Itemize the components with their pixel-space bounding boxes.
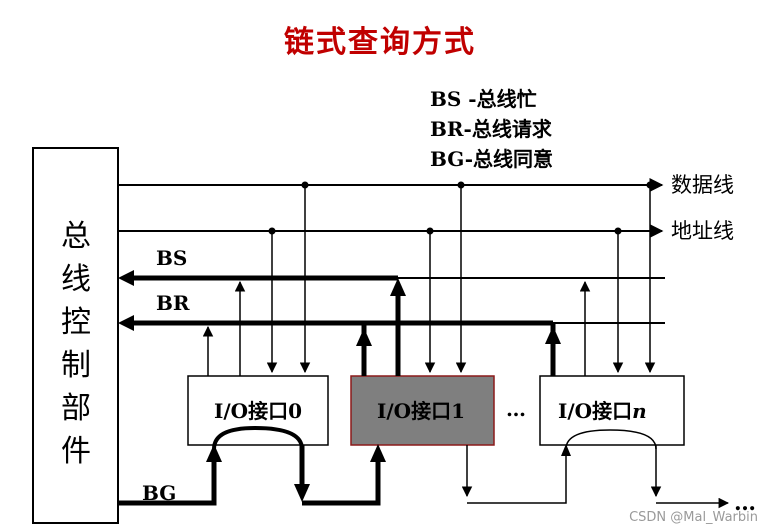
bg-chain-ellipsis: …: [734, 490, 756, 516]
io1-br-arrowhead: [356, 328, 372, 346]
bg-ion-internal-arc: [565, 429, 657, 450]
bg-io0-in-arrowhead: [206, 444, 222, 462]
bg-io0-out-arrowhead: [294, 484, 310, 502]
svg-text:件: 件: [61, 434, 91, 469]
io-interface-n: [539, 375, 685, 446]
bg-io1-out: [461, 445, 567, 504]
interfaces-ellipsis: …: [506, 397, 526, 421]
io-interface-0: [187, 375, 329, 446]
bs-arrowhead: [118, 270, 134, 286]
bg-ion-out: [650, 445, 730, 509]
junction-io0-addr: [268, 227, 276, 235]
io0-connections: [202, 185, 311, 376]
data-line-label: 数据线: [671, 173, 734, 197]
legend: BS -总线忙 BR-总线请求 BG-总线同意: [430, 87, 553, 171]
io1-connections: [361, 185, 467, 376]
svg-text:控: 控: [61, 305, 91, 340]
junction-ion-data: [646, 181, 654, 189]
junction-io0-data: [301, 181, 309, 189]
svg-text:制: 制: [61, 348, 91, 383]
bus-controller-label: 总 线 控 制 部 件: [61, 219, 91, 469]
legend-bs: BS -总线忙: [430, 87, 537, 111]
bg-chain-io0-to-io1: [302, 462, 381, 506]
br-arrowhead: [118, 315, 134, 331]
junction-ion-addr: [614, 227, 622, 235]
br-label: BR: [156, 291, 190, 315]
ion-br-arrowhead: [545, 326, 561, 344]
bg-io0-internal-arc: [212, 425, 304, 450]
junction-io1-data: [457, 181, 465, 189]
legend-bg: BG-总线同意: [430, 147, 553, 171]
watermark: CSDN @Mal_Warbin: [629, 510, 758, 525]
svg-text:总: 总: [61, 219, 91, 254]
junction-io1-addr: [426, 227, 434, 235]
ion-connections: [550, 185, 656, 376]
diagram-title: 链式查询方式: [284, 25, 476, 60]
io-interface-0-label: I/O接口0: [214, 399, 302, 423]
bus-controller-box: [32, 147, 119, 524]
io-interface-1-label: I/O接口1: [377, 399, 465, 423]
bg-io1-in-arrowhead: [370, 444, 386, 462]
io1-bs-arrowhead: [390, 278, 406, 296]
svg-text:线: 线: [61, 262, 91, 297]
svg-text:部: 部: [61, 391, 91, 426]
bs-label: BS: [156, 246, 187, 270]
address-line-label: 地址线: [671, 219, 734, 243]
io-interface-1: [350, 375, 495, 446]
legend-br: BR-总线请求: [430, 117, 553, 141]
bg-chain-into-io0: [118, 462, 217, 506]
io-interface-n-label: I/O接口n: [558, 399, 647, 423]
bg-ion-in-arrowhead: [561, 444, 571, 456]
